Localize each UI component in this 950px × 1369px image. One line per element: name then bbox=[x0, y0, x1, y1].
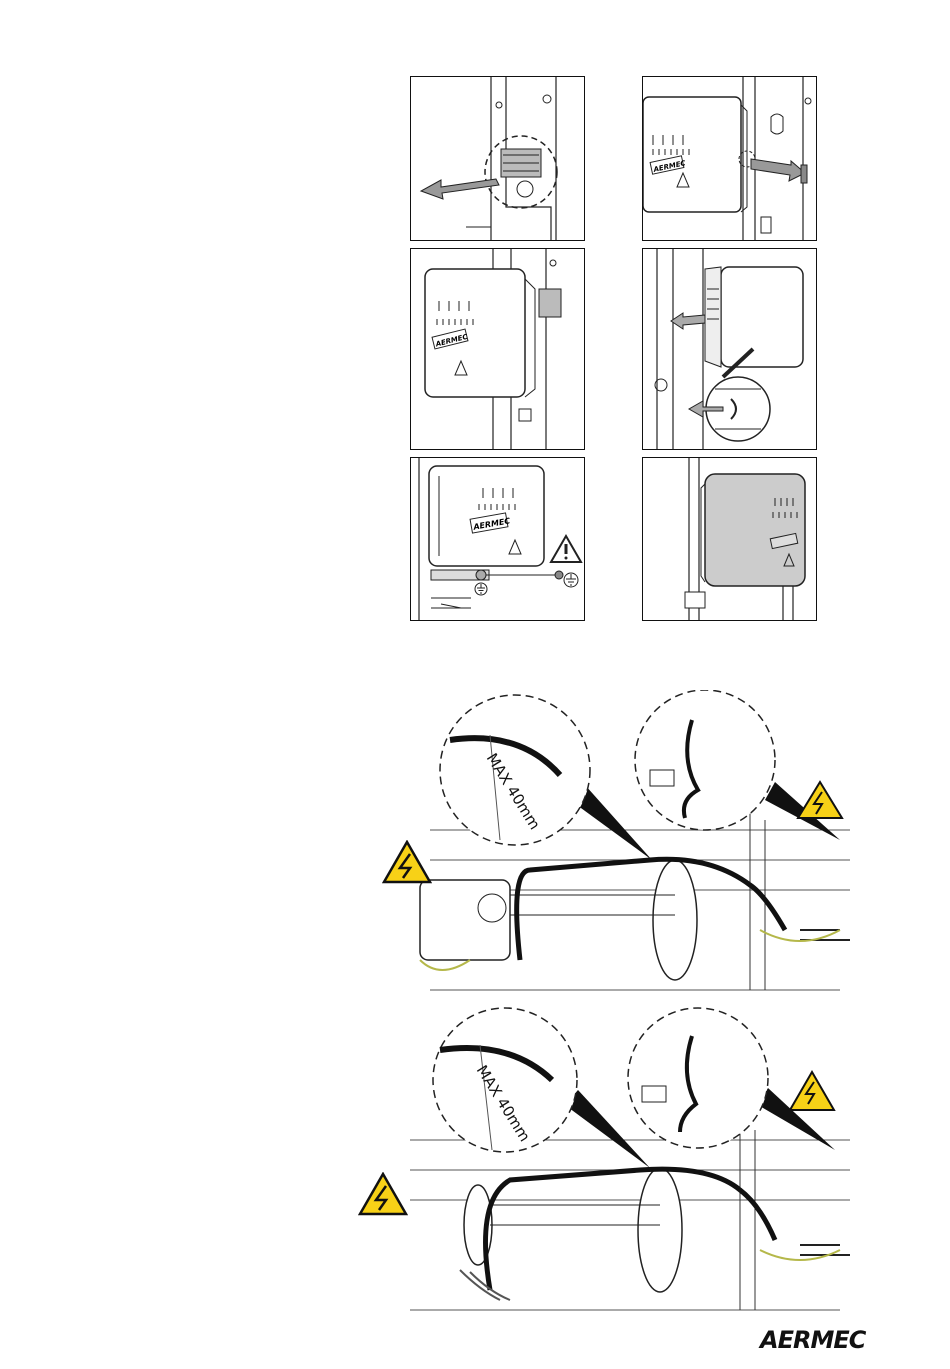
electrical-hazard-icon bbox=[358, 1172, 408, 1218]
ground-icon bbox=[564, 573, 578, 587]
step-3-illustration: AERMEC bbox=[411, 249, 585, 450]
step-5-panel: AERMEC bbox=[410, 457, 585, 621]
step-1-illustration bbox=[411, 77, 585, 241]
caution-icon bbox=[551, 536, 581, 562]
electrical-hazard-icon bbox=[798, 782, 842, 818]
fan-assembly-illustration bbox=[380, 690, 890, 1000]
electrical-hazard-icon bbox=[382, 840, 432, 886]
step-2-illustration: AERMEC bbox=[643, 77, 817, 241]
step-6-illustration bbox=[643, 458, 817, 621]
fan-assembly-illustration bbox=[380, 1000, 890, 1315]
step-6-panel bbox=[642, 457, 817, 621]
step-2-panel: AERMEC bbox=[642, 76, 817, 241]
step-4-panel bbox=[642, 248, 817, 450]
fan-assembly-figure-2: MAX 40mm bbox=[380, 1000, 890, 1315]
step-1-panel bbox=[410, 76, 585, 241]
fan-assembly-figure-1: MAX 40mm bbox=[380, 690, 890, 1000]
step-3-panel: AERMEC bbox=[410, 248, 585, 450]
step-4-illustration bbox=[643, 249, 817, 450]
electrical-hazard-icon bbox=[790, 1072, 834, 1110]
brand-logo: AERMEC bbox=[760, 1326, 840, 1356]
ground-icon bbox=[475, 583, 487, 595]
step-5-illustration: AERMEC bbox=[411, 458, 585, 621]
